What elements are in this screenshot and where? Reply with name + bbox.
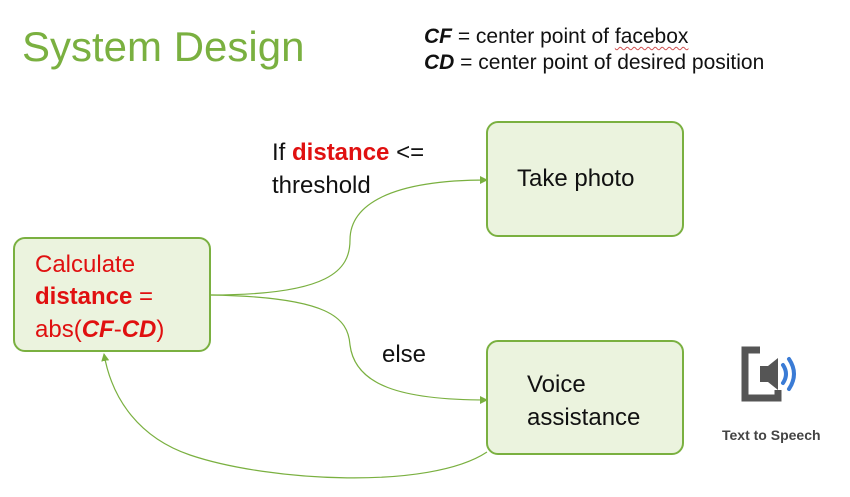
- arrow-to-take-photo: [210, 176, 488, 296]
- arrow-to-voice-assistance: [210, 294, 488, 404]
- calculate-distance-box: Calculate distance = abs(CF-CD): [13, 237, 211, 352]
- legend-cf: CF = center point of facebox: [424, 25, 689, 48]
- voice-assistance-box: Voice assistance: [486, 340, 684, 455]
- legend-cd: CD = center point of desired position: [424, 51, 765, 74]
- else-label: else: [382, 341, 427, 368]
- legend: CF = center point of facebox CD = center…: [424, 24, 764, 76]
- arrow-loop-back: [101, 353, 488, 479]
- slide-title: System Design: [22, 23, 305, 70]
- tts-label: Text to Speech: [722, 427, 821, 443]
- take-photo-box: Take photo: [486, 121, 684, 237]
- speaker-icon: [741, 346, 796, 402]
- condition-label: If distance <= threshold: [272, 139, 425, 199]
